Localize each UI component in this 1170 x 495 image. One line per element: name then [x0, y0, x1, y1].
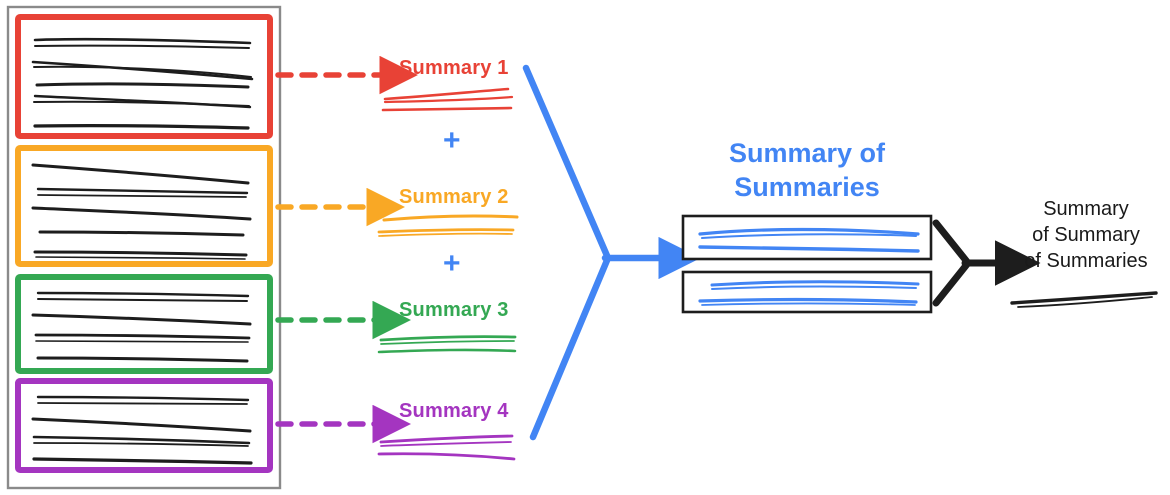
chunk-3-text-lines — [31, 291, 252, 363]
final-summary-title: Summary of Summary of Summaries — [1010, 196, 1162, 274]
summary-of-summaries-title: Summary of Summaries — [683, 136, 931, 204]
chunk-box-4[interactable] — [15, 378, 273, 473]
summary-3-lines — [377, 335, 517, 354]
summary-label-3: Summary 3 — [399, 299, 509, 321]
final-merge-arrow-black — [932, 219, 1041, 307]
final-title-line-1: Summary — [1043, 198, 1129, 220]
sos-box-1[interactable] — [681, 214, 933, 261]
chunk-box-3[interactable] — [15, 274, 273, 374]
plus-operator-2: + — [443, 247, 461, 280]
chunk-2-text-lines — [31, 163, 252, 260]
chunk-box-2[interactable] — [15, 145, 273, 267]
final-title-line-3: of Summaries — [1024, 250, 1148, 272]
summary-4-lines — [377, 434, 516, 461]
sos-title-line-1: Summary of — [728, 138, 886, 168]
chunk-1-text-lines — [31, 37, 254, 130]
chunk-4-text-lines — [31, 395, 253, 465]
chunk-box-1[interactable] — [15, 14, 273, 139]
summary-1-lines — [381, 87, 514, 112]
summary-label-2: Summary 2 — [399, 186, 509, 208]
plus-operator-1: + — [443, 124, 461, 157]
summary-label-4: Summary 4 — [399, 400, 509, 422]
summary-2-lines — [377, 214, 519, 237]
sos-box-1-lines — [698, 227, 920, 253]
merge-arrow-blue — [522, 64, 701, 441]
sos-box-2-lines — [698, 280, 920, 306]
summary-label-1: Summary 1 — [399, 57, 509, 79]
sos-box-2[interactable] — [681, 270, 933, 314]
document-stack-outline — [6, 5, 282, 490]
final-summary-line — [1010, 291, 1158, 308]
sos-title-line-2: Summaries — [734, 172, 880, 202]
final-title-line-2: of Summary — [1032, 224, 1140, 246]
